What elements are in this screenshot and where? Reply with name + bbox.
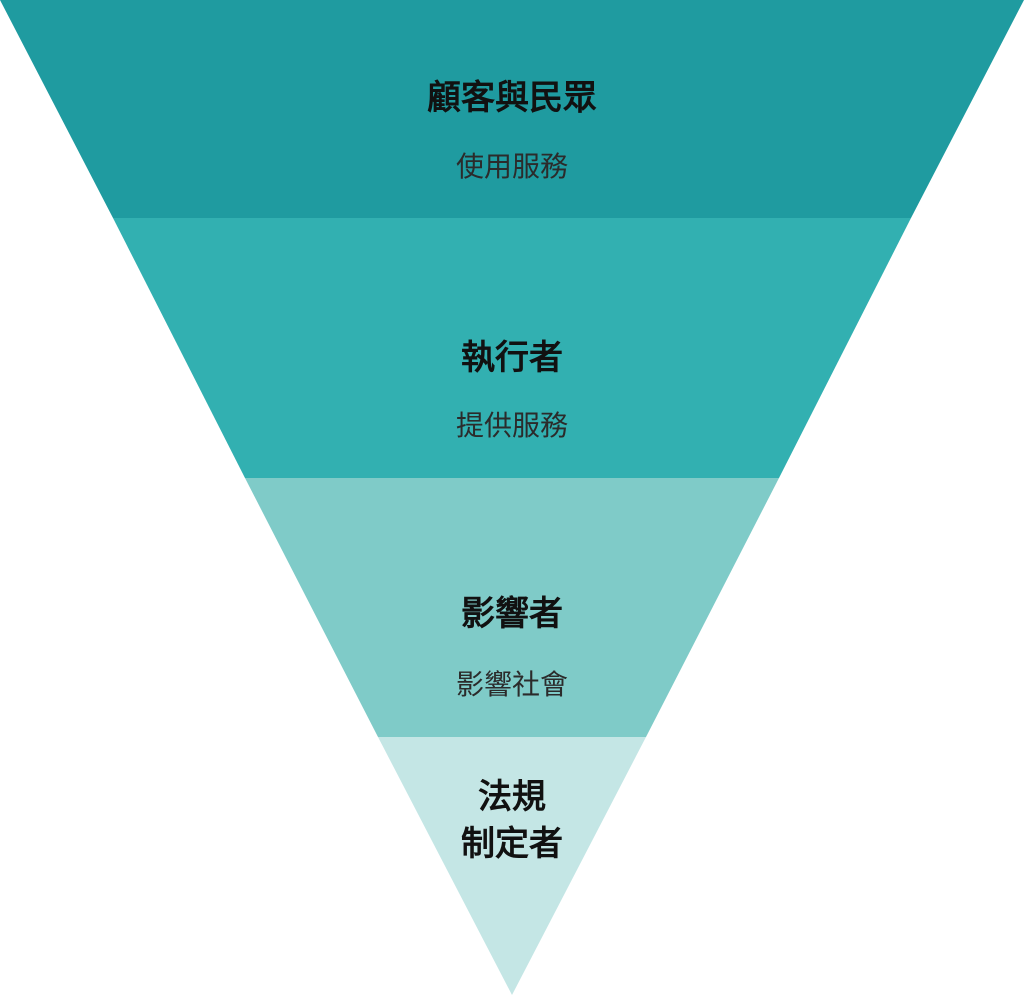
tier-regulators: 法規 制定者 <box>378 737 646 995</box>
tier-influencers-subtitle: 影響社會 <box>456 668 568 701</box>
tier-customers-public-band <box>0 0 1024 218</box>
tier-customers-public-title: 顧客與民眾 <box>427 78 597 118</box>
tier-executors-title: 執行者 <box>461 338 563 378</box>
tier-influencers: 影響者 影響社會 <box>245 478 779 737</box>
tier-executors: 執行者 提供服務 <box>113 218 911 478</box>
tier-customers-public-subtitle: 使用服務 <box>456 150 568 183</box>
tier-regulators-title-line2: 制定者 <box>461 824 563 864</box>
tier-executors-band <box>113 218 911 478</box>
tier-influencers-band <box>245 478 779 737</box>
tier-executors-subtitle: 提供服務 <box>456 409 568 442</box>
tier-regulators-title-line1: 法規 <box>478 777 546 817</box>
tier-customers-public: 顧客與民眾 使用服務 <box>0 0 1024 218</box>
tier-influencers-title: 影響者 <box>461 594 563 634</box>
tier-regulators-band <box>378 737 646 995</box>
